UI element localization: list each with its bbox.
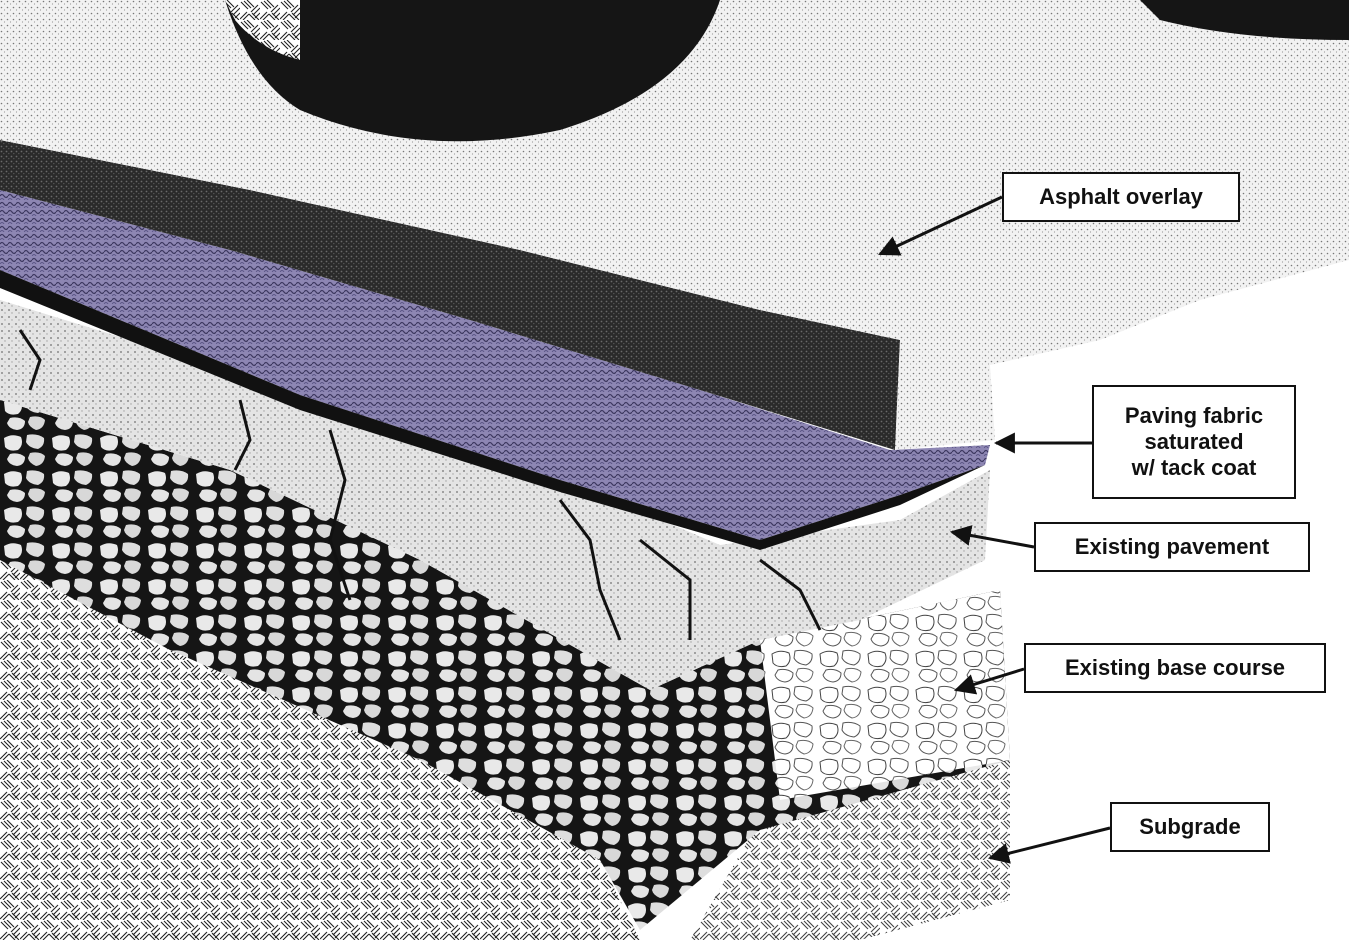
- label-asphalt-overlay: Asphalt overlay: [1002, 172, 1240, 222]
- label-paving-fabric: Paving fabric saturated w/ tack coat: [1092, 385, 1296, 499]
- label-existing-base-course: Existing base course: [1024, 643, 1326, 693]
- label-asphalt-overlay-text: Asphalt overlay: [1039, 184, 1203, 210]
- label-paving-fabric-line2: saturated: [1144, 429, 1243, 455]
- label-existing-pavement-text: Existing pavement: [1075, 534, 1269, 560]
- label-paving-fabric-line3: w/ tack coat: [1132, 455, 1257, 481]
- label-existing-base-course-text: Existing base course: [1065, 655, 1285, 681]
- label-existing-pavement: Existing pavement: [1034, 522, 1310, 572]
- label-subgrade-text: Subgrade: [1139, 814, 1240, 840]
- label-subgrade: Subgrade: [1110, 802, 1270, 852]
- label-paving-fabric-line1: Paving fabric: [1125, 403, 1263, 429]
